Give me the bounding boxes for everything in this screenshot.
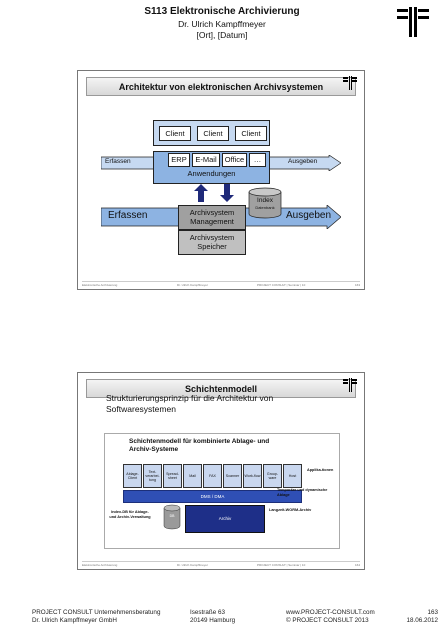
archive-band: Archiv — [185, 505, 265, 533]
slide-footer-text: PROJECT CONSULT | Seminar | 10 — [257, 563, 306, 567]
app-erp: ERP — [168, 153, 190, 167]
company-logo-icon — [343, 378, 357, 392]
slide-schichtenmodell: Schichtenmodell Strukturierungsprinzip f… — [77, 372, 365, 570]
worm-archive-label: Langzeit-WORM-Archiv — [269, 508, 312, 512]
slide-title: Schichtenmodell — [86, 379, 356, 398]
slide-footer-text: PROJECT CONSULT | Seminar | 10 — [257, 283, 306, 287]
ausgeben-label: Ausgeben — [286, 210, 332, 221]
layer-cell: Mail — [183, 464, 202, 488]
db-label: DB — [169, 514, 175, 518]
index-database-icon — [248, 187, 282, 219]
page-number: 163 — [427, 609, 438, 616]
dms-label: DMS / DMA — [200, 494, 225, 499]
layer-cell: Work-flow — [243, 464, 262, 488]
slide-footer-text: Elektronische Archivierung — [82, 283, 118, 287]
up-arrow-icon — [194, 184, 208, 202]
database-icon — [163, 504, 181, 530]
app-office: Office — [222, 153, 247, 167]
storage-label: Archivsystem Speicher — [189, 233, 235, 251]
slide-body-text: Strukturierungsprinzip für die Architekt… — [106, 393, 274, 414]
footer-url: www.PROJECT-CONSULT.com — [286, 609, 375, 616]
footer-page: 163 18.06.2012 — [406, 609, 438, 625]
footer-address: Isestraße 63 20149 Hamburg — [190, 609, 235, 625]
ausgeben-small-label: Ausgeben — [288, 158, 318, 165]
footer-street: Isestraße 63 — [190, 609, 225, 616]
applications-label: Applika-tionen — [307, 468, 334, 472]
page-author: Dr. Ulrich Kampffmeyer — [178, 19, 266, 29]
page-date: 18.06.2012 — [406, 617, 438, 624]
slide-footer-text: Dr. Ulrich Kampffmeyer — [177, 563, 208, 567]
app-more: … — [249, 153, 266, 167]
down-arrow-icon — [220, 184, 234, 202]
anwendungen-label: Anwendungen — [187, 169, 236, 178]
layer-cell: FAX — [203, 464, 222, 488]
layer-cell: Group-ware — [263, 464, 282, 488]
slide-footer: Elektronische Archivierung Dr. Ulrich Ka… — [82, 281, 360, 287]
archive-management-box: Archivsystem Management — [178, 205, 246, 230]
footer-person: Dr. Ulrich Kampffmeyer GmbH — [32, 617, 117, 624]
client-box: Client — [197, 126, 229, 141]
company-logo-icon — [343, 76, 357, 90]
management-label: Archivsystem Management — [189, 208, 235, 226]
slide-footer-text: 164 — [354, 563, 360, 567]
layer-cell: Ablage-Client — [123, 464, 142, 488]
company-logo-icon — [397, 7, 429, 37]
layer-cell: Spread-sheet — [163, 464, 182, 488]
erfassen-label: Erfassen — [108, 210, 148, 221]
footer-company: PROJECT CONSULT Unternehmensberatung Dr.… — [32, 609, 160, 625]
client-box: Client — [159, 126, 191, 141]
footer-web: www.PROJECT-CONSULT.com © PROJECT CONSUL… — [286, 609, 375, 625]
slide-footer-text: Elektronische Archivierung — [82, 563, 118, 567]
slide-footer: Elektronische Archivierung Dr. Ulrich Ka… — [82, 561, 360, 567]
page-place-date: [Ort], [Datum] — [196, 30, 248, 40]
index-db-label: Index-DB für Ablage- und Archiv-Verwaltu… — [109, 510, 151, 519]
archive-label: Archiv — [218, 516, 232, 521]
slide-architecture: Architektur von elektronischen Archivsys… — [77, 70, 365, 290]
slide-footer-text: Dr. Ulrich Kampffmeyer — [177, 283, 208, 287]
diagram-title: Schichtenmodell für kombinierte Ablage- … — [129, 438, 270, 453]
footer-city: 20149 Hamburg — [190, 617, 236, 624]
footer-copyright: © PROJECT CONSULT 2013 — [286, 617, 369, 624]
erfassen-small-label: Erfassen — [105, 158, 131, 165]
footer-company-name: PROJECT CONSULT Unternehmensberatung — [32, 609, 161, 616]
page-title: S113 Elektronische Archivierung — [144, 6, 300, 17]
layer-cell: Text-verarbei-tung — [143, 464, 162, 488]
slide-title: Architektur von elektronischen Archivsys… — [86, 77, 356, 96]
layer-cell: Host — [283, 464, 302, 488]
index-label: Index — [257, 197, 273, 204]
slide-footer-text: 163 — [354, 283, 360, 287]
archive-storage-box: Archivsystem Speicher — [178, 230, 246, 255]
layer-cell: Scanner — [223, 464, 242, 488]
index-sub-label: Datenbank — [255, 205, 275, 210]
dms-band: DMS / DMA — [123, 490, 302, 503]
app-email: E-Mail — [192, 153, 220, 167]
temp-storage-label: Temporäre und dynamische Ablage — [277, 488, 328, 497]
layer-model-diagram: Schichtenmodell für kombinierte Ablage- … — [104, 433, 340, 549]
client-box: Client — [235, 126, 267, 141]
